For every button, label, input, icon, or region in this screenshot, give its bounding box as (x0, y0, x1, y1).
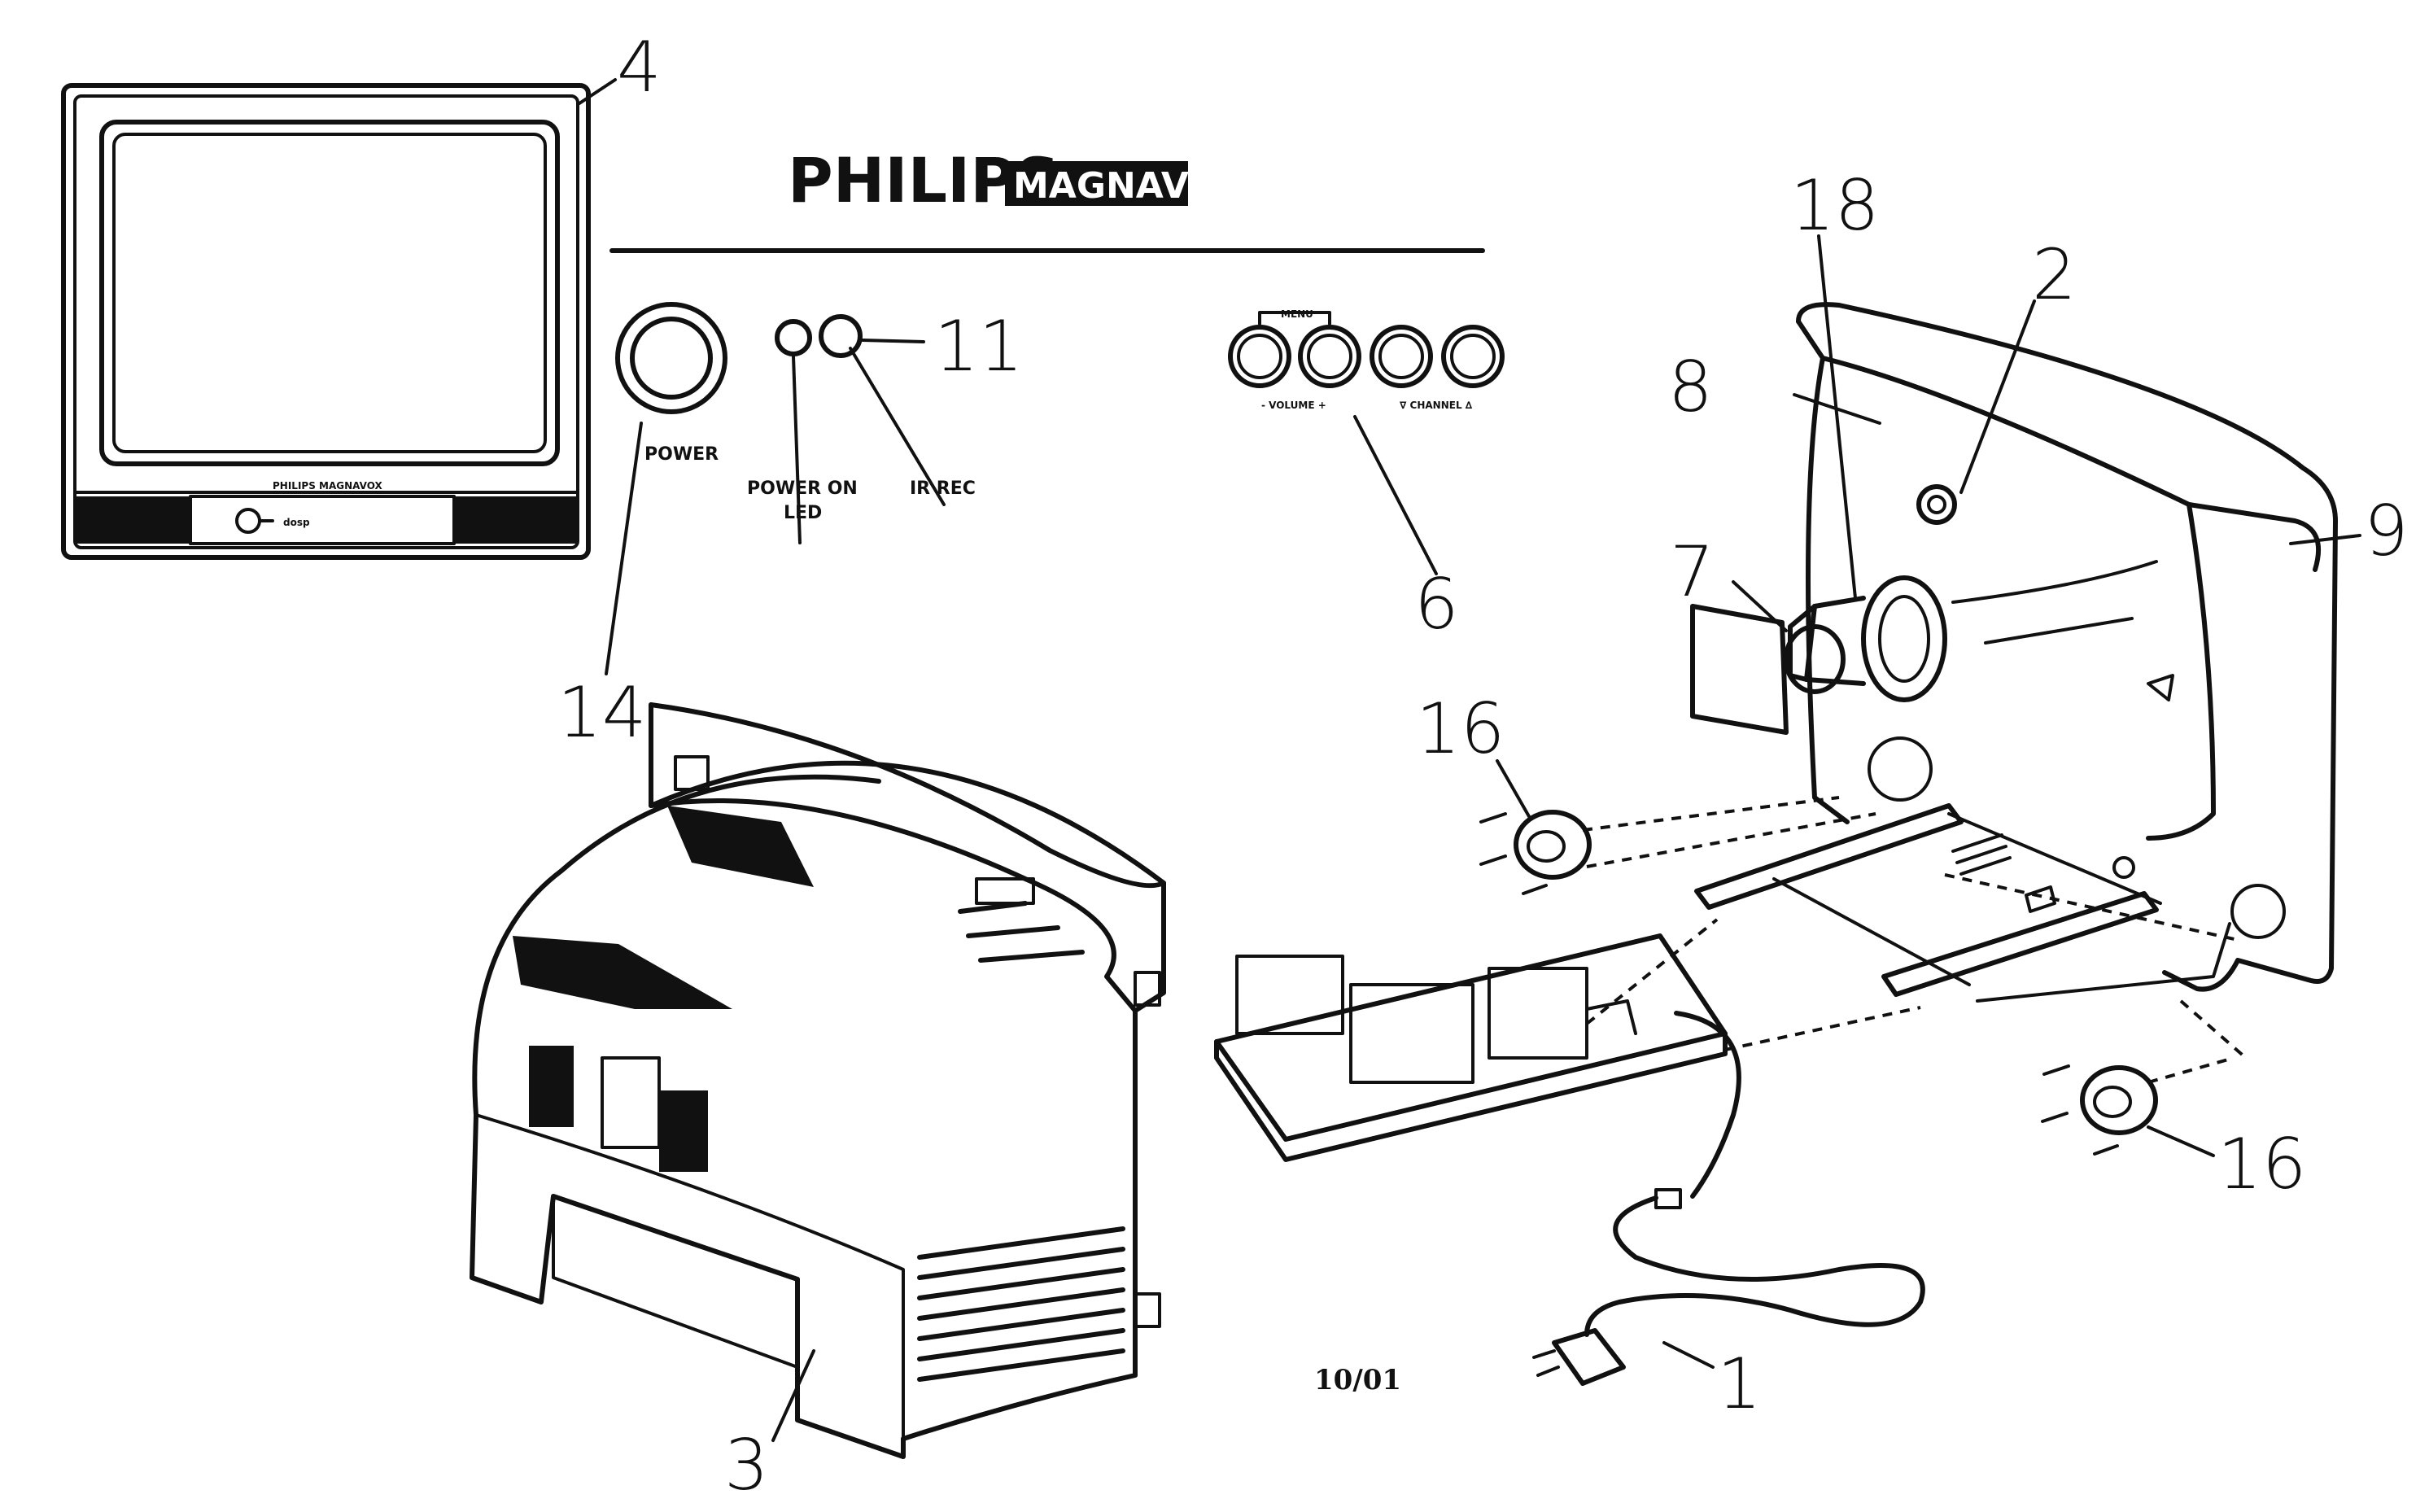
ir-rec-label: IR REC (910, 479, 976, 499)
power-button-outer (615, 302, 727, 414)
callout-1: 1 (1717, 1344, 1762, 1425)
power-label: POWER (644, 444, 719, 465)
speaker-top (1479, 810, 1592, 895)
main-circuit-board (1214, 933, 1728, 1162)
date-code: 10/01 (1314, 1364, 1401, 1396)
callout-16-bottom: 16 (2217, 1124, 2306, 1205)
callout-8: 8 (1668, 347, 1713, 428)
callouts: 4 14 11 6 18 2 8 7 9 16 16 3 1 (557, 27, 2409, 1506)
leader-lines (578, 78, 2361, 1442)
brand-logo: PHILIPS MAGNAVOX (788, 144, 1245, 216)
power-on-led (775, 319, 812, 356)
callout-3: 3 (724, 1425, 769, 1506)
channel-label: ∇ CHANNEL ∆ (1400, 400, 1473, 411)
callout-18: 18 (1790, 165, 1879, 247)
volume-label: - VOLUME + (1261, 400, 1326, 411)
back-cabinet (470, 702, 1166, 1459)
power-led-label-1: POWER ON (747, 479, 858, 499)
svg-text:dosp: dosp (283, 517, 310, 528)
deflection-yoke (1788, 575, 1947, 702)
tv-front-view: dosp PHILIPS MAGNAVOX (61, 83, 591, 560)
callout-16-top: 16 (1416, 688, 1505, 770)
neck-board (1690, 604, 1846, 735)
callout-9: 9 (2364, 491, 2409, 572)
back-cabinet-vents (917, 901, 1125, 1382)
svg-text:PHILIPS MAGNAVOX: PHILIPS MAGNAVOX (273, 480, 382, 492)
speaker-bottom (2041, 1064, 2158, 1156)
callout-2: 2 (2032, 234, 2077, 316)
callout-7: 7 (1670, 531, 1715, 613)
callout-11: 11 (934, 306, 1023, 387)
control-panel-right: MENU - VOLUME + ∇ CHANNEL ∆ (1228, 308, 1505, 411)
alignment-lines (1582, 796, 2248, 1084)
power-cord (1532, 1011, 1925, 1386)
ir-receiver (819, 314, 863, 358)
power-button (630, 317, 713, 400)
power-led-label-2: LED (784, 503, 822, 523)
control-panel-left: POWER POWER ON LED IR REC (615, 302, 976, 523)
callout-6: 6 (1414, 564, 1459, 645)
callout-14: 14 (557, 672, 646, 754)
menu-label: MENU (1281, 308, 1313, 320)
crt-assembly (1796, 302, 2338, 992)
brand-sub: MAGNAVOX (1013, 165, 1245, 207)
chassis-frame (1694, 803, 2231, 1003)
callout-4: 4 (617, 27, 662, 108)
